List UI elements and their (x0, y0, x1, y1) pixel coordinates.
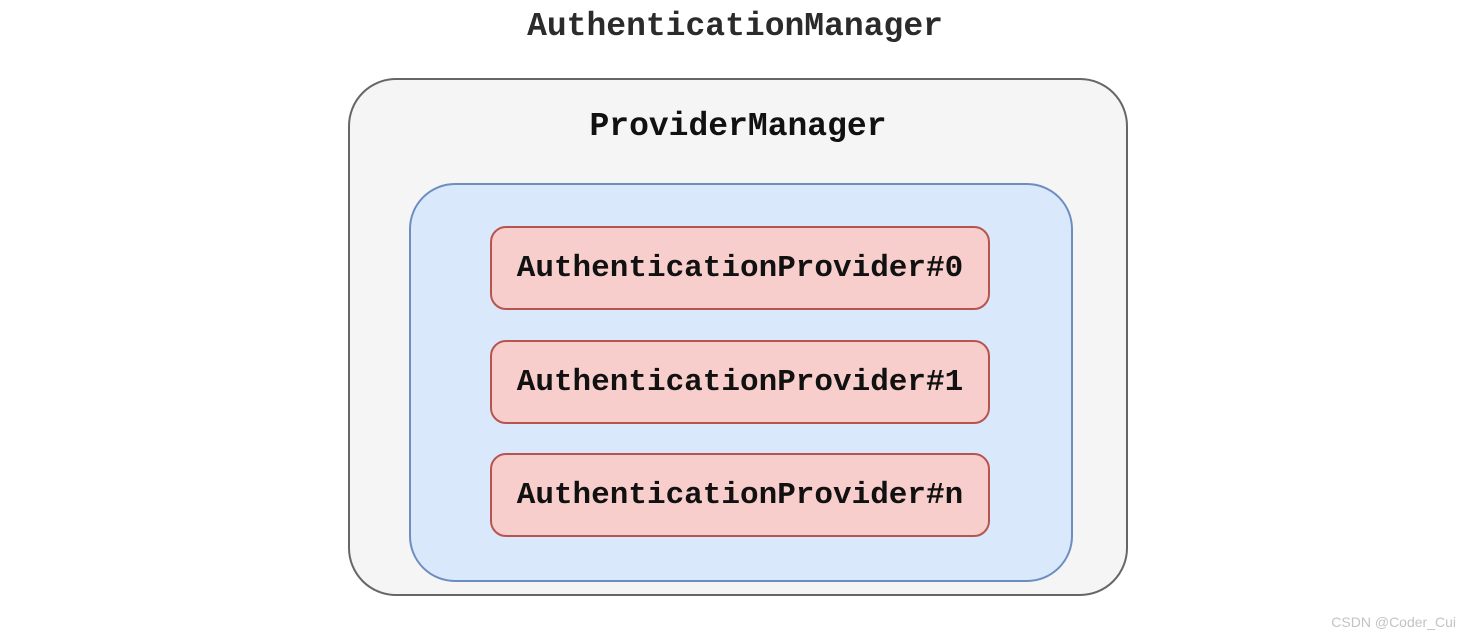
authentication-provider-0-box: AuthenticationProvider#0 (490, 226, 990, 310)
authentication-provider-1-box: AuthenticationProvider#1 (490, 340, 990, 424)
providers-container-box: AuthenticationProvider#0 AuthenticationP… (409, 183, 1073, 582)
diagram-title: AuthenticationManager (527, 8, 943, 45)
provider-manager-label: ProviderManager (589, 108, 887, 145)
provider-manager-box: ProviderManager AuthenticationProvider#0… (348, 78, 1128, 596)
authentication-provider-n-box: AuthenticationProvider#n (490, 453, 990, 537)
watermark: CSDN @Coder_Cui (1331, 614, 1456, 630)
